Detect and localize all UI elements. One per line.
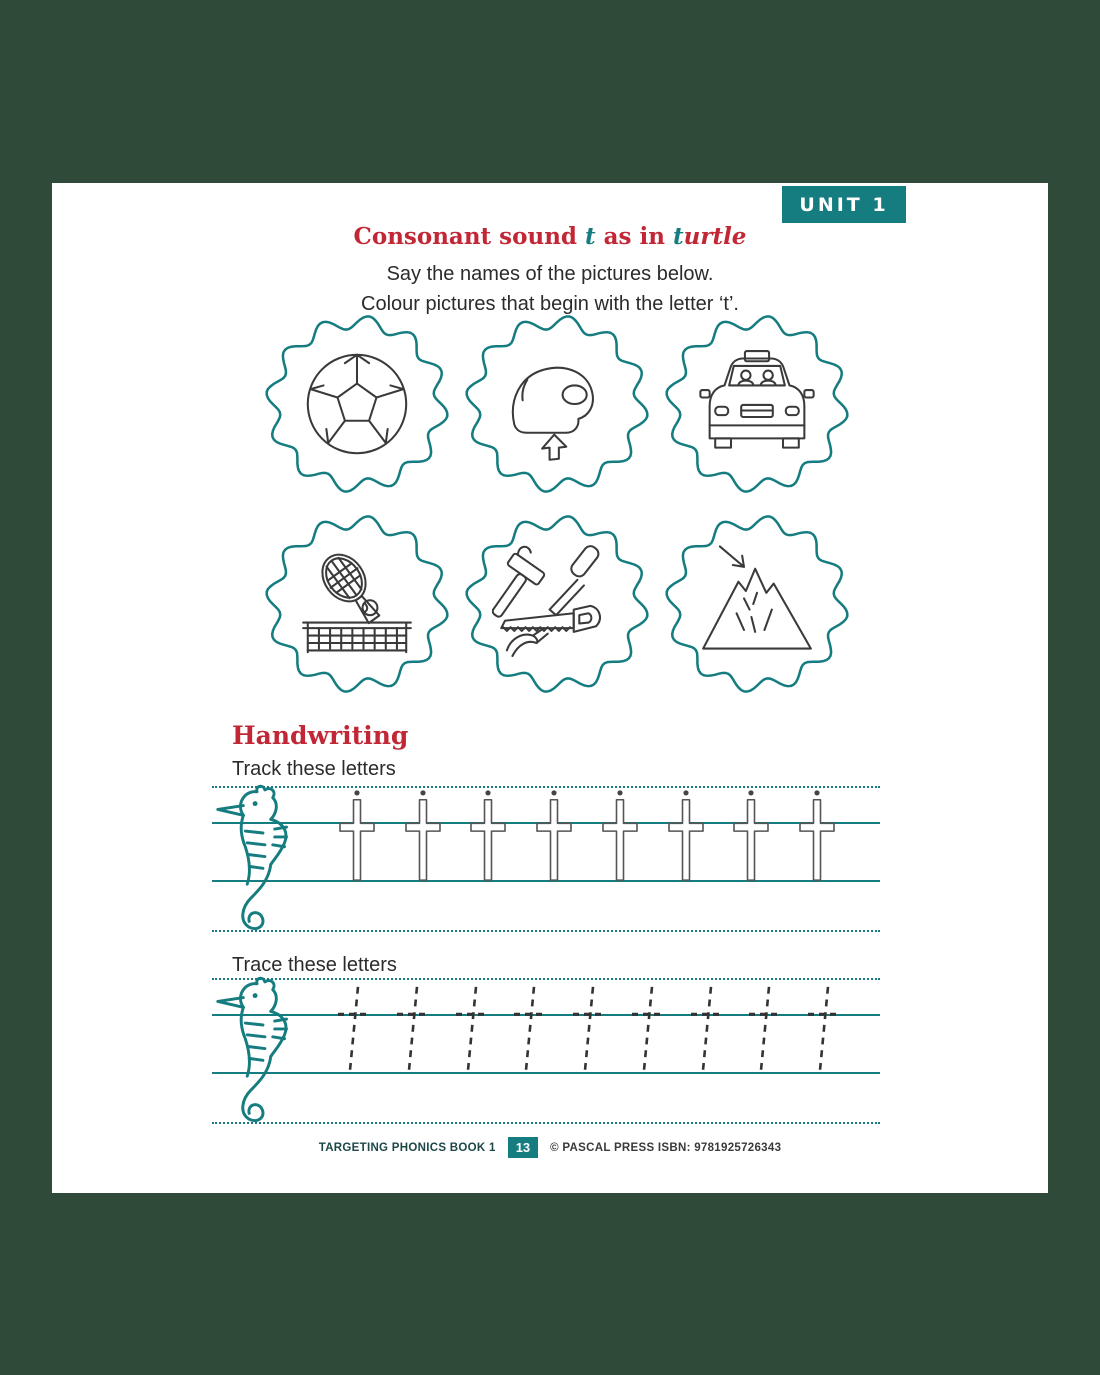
scallop-border bbox=[465, 515, 649, 693]
picture-badge-top-of-mountain bbox=[659, 509, 855, 699]
ball-picture bbox=[306, 353, 408, 455]
scallop-border bbox=[665, 315, 849, 493]
title-lead: Consonant sound bbox=[353, 223, 586, 250]
instructions: Say the names of the pictures below. Col… bbox=[52, 259, 1048, 319]
track-letter-t bbox=[337, 788, 377, 886]
instruction-line-1: Say the names of the pictures below. bbox=[386, 263, 714, 285]
title-word-rest: urtle bbox=[683, 223, 747, 250]
footer: TARGETING PHONICS BOOK 1 13 © PASCAL PRE… bbox=[52, 1137, 1048, 1158]
picture-badge-toe bbox=[459, 309, 655, 499]
scallop-border bbox=[465, 315, 649, 493]
tennis-picture bbox=[302, 553, 412, 654]
track-practice-area bbox=[212, 784, 880, 936]
seahorse-drawing bbox=[216, 976, 288, 1123]
trace-letter-t bbox=[567, 980, 607, 1078]
trace-letter-t bbox=[391, 980, 431, 1078]
unit-badge: UNIT 1 bbox=[782, 186, 906, 223]
taxi-picture bbox=[699, 350, 815, 449]
page-number-badge: 13 bbox=[507, 1137, 539, 1158]
trace-letters-row bbox=[332, 980, 842, 1078]
worksheet-page: UNIT 1 Consonant sound t as in turtle Sa… bbox=[52, 183, 1048, 1193]
track-letters-label: Track these letters bbox=[232, 758, 396, 780]
title-letter-t: t bbox=[585, 223, 596, 250]
page-title: Consonant sound t as in turtle bbox=[52, 223, 1048, 250]
top-of-mountain-picture bbox=[702, 545, 812, 650]
track-letter-t bbox=[468, 788, 508, 886]
title-mid: as in bbox=[595, 223, 673, 250]
track-letter-t bbox=[731, 788, 771, 886]
guide-line-solid bbox=[212, 1014, 880, 1016]
book-title: TARGETING PHONICS BOOK 1 bbox=[318, 1141, 496, 1154]
scallop-border bbox=[265, 315, 449, 493]
guide-line-solid bbox=[212, 880, 880, 882]
pictures-grid bbox=[259, 309, 855, 699]
track-letter-t bbox=[403, 788, 443, 886]
guide-line-solid bbox=[212, 1072, 880, 1074]
track-letter-t bbox=[666, 788, 706, 886]
track-letter-t bbox=[600, 788, 640, 886]
trace-letter-t bbox=[626, 980, 666, 1078]
trace-letter-t bbox=[685, 980, 725, 1078]
trace-letter-t bbox=[508, 980, 548, 1078]
guide-line-dotted bbox=[212, 786, 880, 788]
seahorse-icon bbox=[204, 782, 316, 939]
track-letter-t bbox=[534, 788, 574, 886]
guide-line-dotted bbox=[212, 978, 880, 980]
seahorse-drawing bbox=[216, 784, 288, 931]
picture-badge-ball bbox=[259, 309, 455, 499]
title-word-letter-t: t bbox=[672, 223, 684, 250]
track-letters-row bbox=[337, 788, 837, 886]
toe-picture bbox=[511, 366, 594, 461]
track-letter-t bbox=[797, 788, 837, 886]
handwriting-heading: Handwriting bbox=[232, 721, 409, 750]
tools-picture bbox=[492, 545, 601, 658]
scallop-border bbox=[265, 515, 449, 693]
trace-letter-t bbox=[332, 980, 372, 1078]
trace-letter-t bbox=[450, 980, 490, 1078]
guide-line-dotted bbox=[212, 1122, 880, 1124]
seahorse-icon bbox=[204, 974, 316, 1131]
scallop-border bbox=[665, 515, 849, 693]
publisher-imprint: © PASCAL PRESS ISBN: 9781925726343 bbox=[550, 1141, 782, 1154]
guide-line-dotted bbox=[212, 930, 880, 932]
trace-practice-area bbox=[212, 976, 880, 1128]
picture-badge-taxi bbox=[659, 309, 855, 499]
picture-badge-tools bbox=[459, 509, 655, 699]
instruction-line-2: Colour pictures that begin with the lett… bbox=[361, 293, 739, 315]
trace-letters-label: Trace these letters bbox=[232, 954, 397, 976]
picture-badge-tennis bbox=[259, 509, 455, 699]
trace-letter-t bbox=[743, 980, 783, 1078]
trace-letter-t bbox=[802, 980, 842, 1078]
